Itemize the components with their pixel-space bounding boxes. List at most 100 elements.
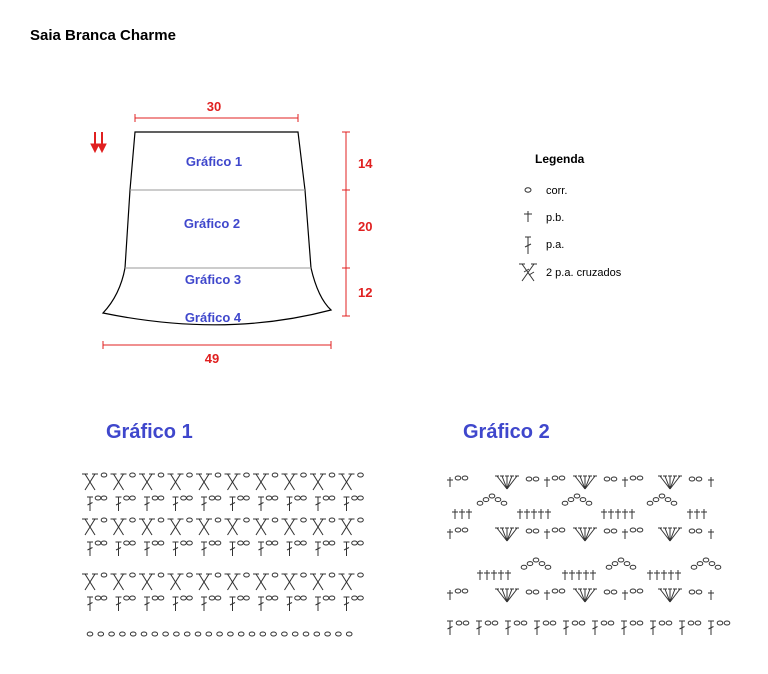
crossed-double-crochet-icon [167,573,184,591]
chain-stitch-icon [695,589,703,595]
chain-stitch-icon [97,631,105,637]
chain-stitch-icon [157,517,165,523]
chain-stitch-icon [476,500,484,506]
single-crochet-icon [622,509,628,519]
single-crochet-icon [569,570,575,580]
double-crochet-icon [258,596,264,611]
double-crochet-icon [87,541,93,556]
crossed-double-crochet-icon [224,473,241,491]
chain-stitch-icon [571,620,579,626]
double-crochet-icon [229,541,236,556]
crossed-double-crochet-icon [338,473,355,491]
chain-stitch-icon [265,540,273,546]
chain-stitch-icon [151,495,159,501]
chain-stitch-icon [214,517,222,523]
fan-shell-icon [573,527,597,542]
chain-stitch-icon [714,564,722,570]
section-label-4: Gráfico 4 [185,310,242,325]
chain-stitch-icon [162,631,169,637]
chain-stitch-icon [237,495,244,501]
chain-stitch-icon [208,495,216,501]
chain-stitch-icon [696,561,704,567]
chain-stitch-icon [357,540,364,546]
crossed-double-crochet-icon [519,263,537,282]
chain-stitch-icon [186,517,193,523]
chain-stitch-icon [302,631,310,637]
single-crochet-icon [622,477,628,487]
chain-stitch-icon [695,528,703,534]
chain-stitch-icon [129,495,136,501]
chain-stitch-icon [100,517,108,523]
chain-stitch-icon [484,620,492,626]
chain-stitch-icon [100,572,108,578]
double-down-arrow-icon [90,132,107,154]
chain-stitch-icon [573,493,581,499]
chain-stitch-icon [129,595,136,601]
fan-shell-icon [495,588,519,603]
chain-stitch-icon [129,631,137,637]
chain-stitch-icon [603,528,611,534]
single-crochet-icon [447,590,453,600]
chain-stitch-icon [294,540,301,546]
chain-stitch-icon [549,620,557,626]
chain-stitch-icon [300,595,307,601]
chain-stitch-icon [322,540,330,546]
crossed-double-crochet-icon [82,518,98,536]
chain-stitch-icon [180,595,187,601]
chain-stitch-icon [525,528,533,534]
single-crochet-icon [517,509,523,519]
stitch-chart-2 [447,475,731,635]
chain-stitch-icon [461,527,469,533]
section-label-3: Gráfico 3 [185,272,241,287]
crossed-double-crochet-icon [110,473,127,491]
chain-stitch-icon [532,528,540,534]
chain-stitch-icon [542,620,550,626]
crossed-double-crochet-icon [196,473,212,491]
single-crochet-icon [484,570,490,580]
chain-stitch-icon [271,517,279,523]
chain-stitch-icon [300,572,307,578]
chain-stitch-icon [151,540,159,546]
chain-stitch-icon [636,475,644,481]
chain-stitch-icon [94,540,102,546]
crossed-double-crochet-icon [139,518,155,536]
chain-stitch-icon [248,631,256,637]
chain-stitch-icon [94,595,102,601]
single-crochet-icon [590,570,596,580]
single-crochet-icon [608,509,614,519]
chain-stitch-icon [186,572,193,578]
crossed-double-crochet-icon [281,473,298,491]
single-crochet-icon [615,509,621,519]
chain-stitch-icon [237,540,244,546]
double-crochet-icon [144,596,150,611]
chain-stitch-icon [561,500,569,506]
chain-stitch-icon [214,472,222,478]
chain-stitch-icon [294,495,301,501]
height-dimension [342,131,350,317]
chain-stitch-icon [271,540,279,546]
chain-stitch-icon [687,620,695,626]
single-crochet-icon [708,590,714,600]
single-crochet-icon [601,509,607,519]
chain-stitch-icon [129,540,136,546]
crossed-double-crochet-icon [167,473,184,491]
chain-stitch-icon [194,631,202,637]
chain-stitch-icon [129,472,136,478]
chain-stitch-icon [328,517,336,523]
chain-stitch-icon [716,620,724,626]
chain-stitch-icon [157,595,165,601]
single-crochet-icon [544,477,550,487]
crossed-double-crochet-icon [167,518,184,536]
single-crochet-icon [576,570,582,580]
chain-stitch-icon [129,572,136,578]
chain-stitch-icon [300,517,307,523]
double-crochet-icon [534,620,540,635]
single-crochet-icon [505,570,511,580]
chart-title-1: Gráfico 1 [106,421,193,443]
double-crochet-icon [563,620,569,635]
chain-stitch-icon [345,631,353,637]
chain-stitch-icon [271,472,279,478]
chain-stitch-icon [351,540,358,546]
double-crochet-icon [144,496,150,511]
